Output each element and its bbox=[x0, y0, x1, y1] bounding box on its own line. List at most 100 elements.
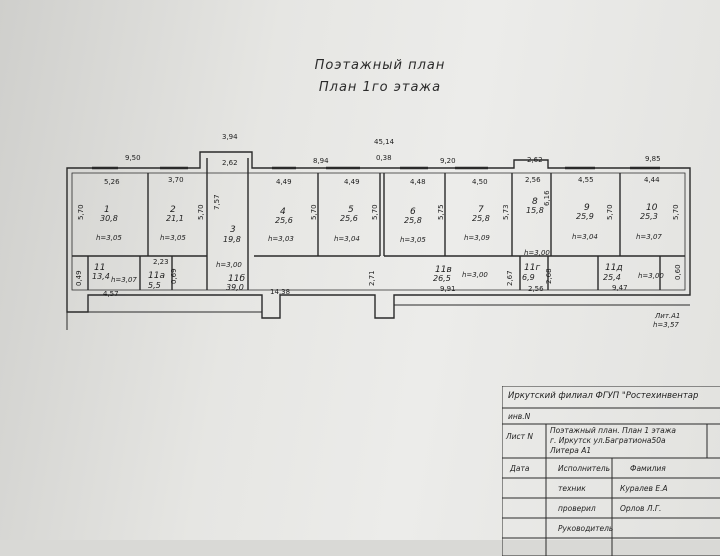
dimensions-bottom: 4,57 2,23 14,38 9,91 2,56 9,47 bbox=[103, 258, 628, 298]
corridor-height: h=3,00 bbox=[638, 272, 664, 280]
room-number: 1 bbox=[104, 205, 110, 215]
dim-side: 2,71 bbox=[368, 270, 376, 286]
room-number: 9 bbox=[584, 203, 590, 213]
corridor-area: 25,4 bbox=[603, 273, 621, 282]
dim-side: 5,70 bbox=[606, 204, 614, 220]
stamp-description-2: г. Иркутск ул.Багратиона50а bbox=[550, 436, 666, 445]
corridor-number: 11д bbox=[605, 263, 623, 273]
dim-inner: 3,70 bbox=[168, 176, 184, 184]
dim-top: 9,20 bbox=[440, 157, 456, 165]
dim-inner: 4,49 bbox=[276, 178, 292, 186]
room-area: 25,6 bbox=[340, 214, 358, 223]
stamp-checked: проверил bbox=[558, 504, 596, 513]
dim-side: 5,75 bbox=[437, 204, 445, 220]
dim-side: 5,70 bbox=[197, 204, 205, 220]
dimensions-inner: 5,26 3,70 4,49 4,49 4,48 4,50 2,56 4,55 … bbox=[104, 176, 660, 186]
room-area: 25,6 bbox=[275, 216, 293, 225]
title-block-stamp: Иркутский филиал ФГУП "Ростехинвентар ин… bbox=[502, 386, 720, 556]
dim-inner: 4,44 bbox=[644, 176, 660, 184]
floor-plan-drawing: 9,50 3,94 2,62 8,94 0,38 45,14 9,20 2,62… bbox=[66, 133, 691, 330]
plan-subtitle: План 1го этажа bbox=[318, 80, 442, 95]
room-area: 30,8 bbox=[100, 214, 118, 223]
room-number: 3 bbox=[230, 225, 236, 235]
stamp-description-3: Литера А1 bbox=[550, 446, 592, 455]
dim-top: 2,62 bbox=[527, 156, 543, 164]
dim-inner: 4,49 bbox=[344, 178, 360, 186]
stamp-inventory: инв.N bbox=[508, 412, 531, 421]
room-number: 6 bbox=[410, 207, 416, 217]
room-number: 4 bbox=[280, 207, 286, 217]
corridor-number: 11б bbox=[228, 274, 245, 284]
room-height: h=3,05 bbox=[96, 234, 122, 242]
corridor-area: 26,5 bbox=[433, 274, 451, 283]
corridor-number: 11г bbox=[524, 263, 540, 273]
dim-top: 8,94 bbox=[313, 157, 329, 165]
stamp-grid bbox=[502, 386, 720, 556]
corridor-height: h=3,07 bbox=[111, 276, 137, 284]
dim-side: 6,16 bbox=[543, 190, 551, 206]
room-area: 25,3 bbox=[640, 212, 658, 221]
plan-title: Поэтажный план bbox=[314, 58, 446, 73]
stamp-organization: Иркутский филиал ФГУП "Ростехинвентар bbox=[508, 391, 699, 401]
stamp-surname: Фамилия bbox=[630, 464, 666, 473]
corridor-number: 11 bbox=[94, 263, 105, 273]
stamp-date: Дата bbox=[510, 464, 530, 473]
room-number: 2 bbox=[170, 205, 176, 215]
room-height: h=3,00 bbox=[524, 249, 550, 257]
room-height: h=3,00 bbox=[216, 261, 242, 269]
room-area: 19,8 bbox=[223, 235, 241, 244]
liter-label: Лит.А1 h=3,57 bbox=[653, 312, 680, 329]
dim-bottom: 4,57 bbox=[103, 290, 119, 298]
dim-top: 9,85 bbox=[645, 155, 661, 163]
room-area: 21,1 bbox=[166, 214, 184, 223]
dim-side: 7,57 bbox=[213, 194, 221, 210]
dim-top: 2,62 bbox=[222, 159, 238, 167]
corridor-height: h=3,00 bbox=[462, 271, 488, 279]
dim-bottom: 9,91 bbox=[440, 285, 456, 293]
room-number: 7 bbox=[478, 205, 484, 215]
dimensions-top: 9,50 3,94 2,62 8,94 0,38 45,14 9,20 2,62… bbox=[125, 133, 661, 167]
corridor-area: 39,0 bbox=[226, 283, 244, 292]
dim-side: 2,68 bbox=[545, 268, 553, 284]
stamp-description-1: Поэтажный план. План 1 этажа bbox=[550, 426, 677, 435]
corridor-area: 13,4 bbox=[92, 272, 110, 281]
stamp-executor: Исполнитель bbox=[558, 464, 610, 473]
stamp-checked-name: Орлов Л.Г. bbox=[620, 504, 662, 513]
dim-side: 5,70 bbox=[310, 204, 318, 220]
dimensions-side: 5,70 5,70 7,57 5,70 5,70 5,75 5,73 6,16 … bbox=[75, 190, 682, 286]
dim-bottom: 14,38 bbox=[270, 288, 290, 296]
dim-top: 0,38 bbox=[376, 154, 392, 162]
dim-side: 5,73 bbox=[502, 204, 510, 220]
dim-side: 5,70 bbox=[672, 204, 680, 220]
dim-inner: 2,56 bbox=[525, 176, 541, 184]
liter-name: Лит.А1 bbox=[654, 312, 680, 320]
room-area: 25,8 bbox=[404, 216, 422, 225]
rooms: 1 30,8 h=3,05 2 21,1 h=3,05 3 19,8 h=3,0… bbox=[96, 197, 662, 269]
dim-inner: 4,50 bbox=[472, 178, 488, 186]
dim-bottom: 2,23 bbox=[153, 258, 169, 266]
stamp-technician-name: Куралев Е.А bbox=[620, 484, 668, 493]
room-height: h=3,09 bbox=[464, 234, 490, 242]
dim-side: 0,69 bbox=[170, 268, 178, 284]
dim-bottom: 2,56 bbox=[528, 285, 544, 293]
room-height: h=3,04 bbox=[334, 235, 360, 243]
dim-inner: 4,48 bbox=[410, 178, 426, 186]
dim-inner: 5,26 bbox=[104, 178, 120, 186]
liter-height: h=3,57 bbox=[653, 321, 679, 329]
dim-side: 5,70 bbox=[371, 204, 379, 220]
corridors: 11 13,4 h=3,07 11а 5,5 11б 39,0 11в 26,5… bbox=[92, 263, 664, 292]
stamp-technician: техник bbox=[558, 484, 586, 493]
corridor-number: 11а bbox=[148, 271, 165, 281]
dim-side: 2,67 bbox=[506, 270, 514, 286]
corridor-number: 11в bbox=[435, 265, 452, 275]
room-height: h=3,04 bbox=[572, 233, 598, 241]
room-number: 8 bbox=[532, 197, 538, 207]
dim-top: 9,50 bbox=[125, 154, 141, 162]
building-walls bbox=[66, 151, 691, 319]
stamp-sheet-label: Лист N bbox=[506, 432, 534, 441]
dim-side: 5,70 bbox=[77, 204, 85, 220]
room-number: 5 bbox=[348, 205, 354, 215]
corridor-area: 6,9 bbox=[522, 273, 535, 282]
room-area: 15,8 bbox=[526, 206, 544, 215]
room-number: 10 bbox=[646, 203, 658, 213]
